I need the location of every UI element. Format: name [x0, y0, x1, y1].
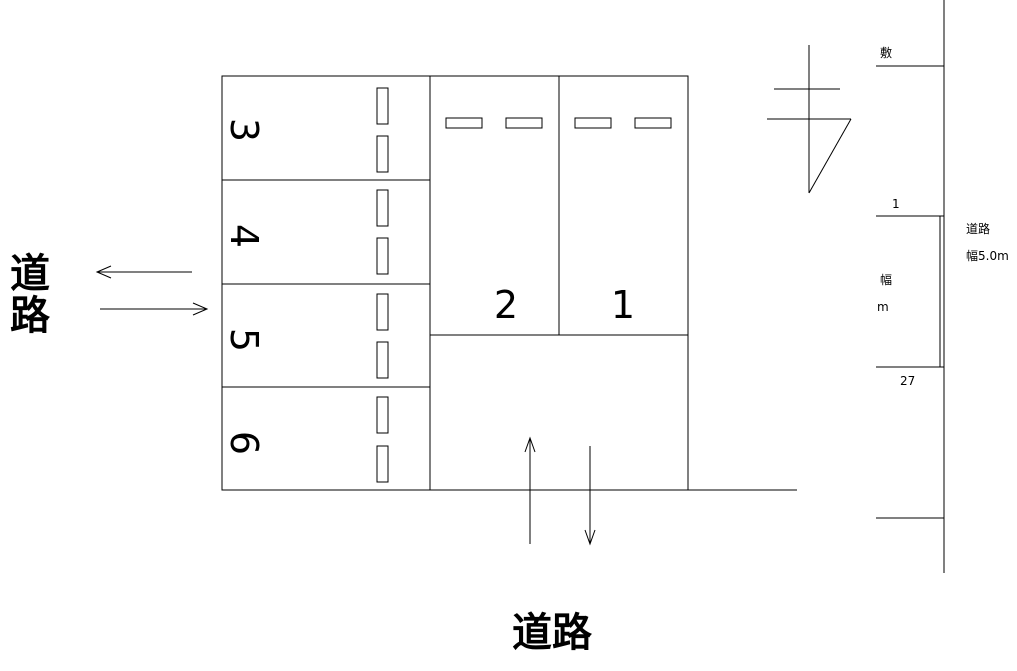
wheel-stop [376, 135, 389, 173]
space-number-2: 2 [494, 283, 518, 327]
arrow-in-up-head [524, 436, 536, 453]
lot-outline [221, 75, 689, 491]
space-number-5: 5 [222, 328, 266, 352]
road-label-left-char-1: 道 [10, 251, 50, 297]
north-marker-diagonal [808, 118, 852, 194]
map-text-cut-top: 敷 [880, 45, 892, 60]
wheel-stop [445, 117, 483, 129]
wheel-stop [376, 445, 389, 483]
space-number-4: 4 [222, 224, 266, 248]
wheel-stop [376, 237, 389, 275]
wheel-stop [376, 396, 389, 434]
road-label-left-char-2: 路 [10, 293, 51, 339]
arrow-out-left-head [95, 265, 112, 279]
wheel-stop [376, 341, 389, 379]
space-number-6: 6 [222, 431, 266, 455]
wheel-stop [574, 117, 612, 129]
wheel-stop [634, 117, 672, 129]
arrow-in-right-head [192, 302, 209, 316]
road-label-bottom: 道路 [512, 610, 593, 656]
space-number-3: 3 [222, 118, 266, 142]
wheel-stop [376, 87, 389, 125]
arrow-out-down-head [584, 529, 596, 546]
map-number-27: 27 [900, 374, 915, 388]
road-label-right: 道路 [966, 221, 990, 236]
road-width-right: 幅5.0m [966, 248, 1009, 263]
map-text-cut-mid-b: m [877, 300, 889, 314]
map-number-1: 1 [892, 197, 900, 211]
wheel-stop [376, 189, 389, 227]
wheel-stop [376, 293, 389, 331]
map-text-cut-mid-a: 幅 [880, 272, 892, 287]
space-number-1: 1 [611, 283, 635, 327]
wheel-stop [505, 117, 543, 129]
